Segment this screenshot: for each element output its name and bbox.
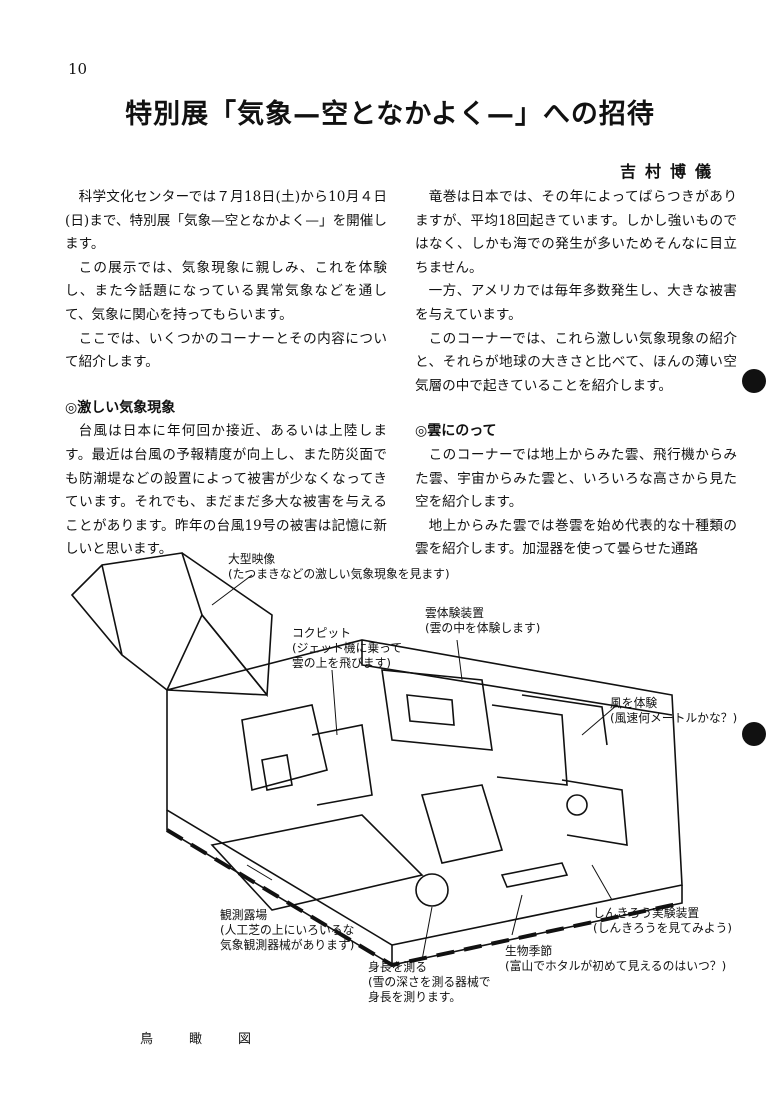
callout-wind-experience: 風を体験 (風速何メートルかな？) [610, 696, 737, 726]
callout-title: しんきろう実験装置 [593, 906, 700, 920]
callout-height-measure: 身長を測る (雪の深さを測る器械で 身長を測ります。 [368, 960, 491, 1005]
paragraph: 科学文化センターでは７月18日(土)から10月４日(日)まで、特別展「気象—空と… [65, 189, 387, 253]
callout-cloud-experience: 雲体験装置 (雲の中を体験します) [425, 606, 540, 636]
callout-cockpit: コクピット (ジェット機に乗って 雲の上を飛びます) [292, 626, 402, 671]
section-heading: ◎雲にのって [415, 423, 497, 440]
callout-title: 観測露場 [220, 908, 268, 922]
callout-desc: (人工芝の上にいろいろな [220, 923, 355, 937]
callout-observation-field: 観測露場 (人工芝の上にいろいろな 気象観測器械があります) [220, 908, 354, 953]
callout-desc: (富山でホタルが初めて見えるのはいつ？) [505, 959, 727, 973]
paragraph: この展示では、気象現象に親しみ、これを体験し、また今話題になっている異常気象など… [65, 259, 387, 323]
binding-hole-dot [742, 369, 766, 393]
callout-desc: (雪の深さを測る器械で [368, 975, 491, 989]
paragraph: 地上からみた雲では巻雲を始め代表的な十種類の雲を紹介します。加湿器を使って曇らせ… [415, 517, 737, 558]
callout-title: 風を体験 [610, 696, 658, 710]
callout-title: 大型映像 [228, 552, 276, 566]
callout-desc: 身長を測ります。 [368, 990, 462, 1004]
paragraph: 竜巻は日本では、その年によってばらつきがありますが、平均18回起きています。しか… [415, 189, 737, 276]
diagram-caption: 鳥瞰図 [140, 1032, 288, 1047]
paragraph: このコーナーでは、これら激しい気象現象の紹介と、それらが地球の大きさと比べて、ほ… [415, 330, 737, 394]
page-number: 10 [68, 60, 88, 78]
callout-desc: (雲の中を体験します) [425, 621, 541, 635]
callout-seasons: 生物季節 (富山でホタルが初めて見えるのはいつ？) [505, 944, 726, 974]
article-title: 特別展「気象—空となかよく—」への招待 [125, 99, 655, 130]
callout-desc: (風速何メートルかな？) [610, 711, 738, 725]
birds-eye-diagram [70, 552, 683, 968]
paragraph: 台風は日本に年何回か接近、あるいは上陸します。最近は台風の予報精度が向上し、また… [65, 423, 387, 558]
callout-desc: 気象観測器械があります) [220, 938, 355, 952]
callout-desc: (たつまきなどの激しい気象現象を見ます) [228, 567, 450, 581]
author-name: 吉村博儀 [619, 162, 720, 181]
right-column: 竜巻は日本では、その年によってばらつきがありますが、平均18回起きています。しか… [415, 186, 737, 562]
callout-desc: (しんきろうを見てみよう) [593, 921, 732, 935]
callout-title: コクピット [292, 626, 351, 640]
callout-mirage-device: しんきろう実験装置 (しんきろうを見てみよう) [593, 906, 732, 936]
left-column: 科学文化センターでは７月18日(土)から10月４日(日)まで、特別展「気象—空と… [65, 186, 387, 562]
section-heading: ◎激しい気象現象 [65, 399, 176, 416]
binding-hole-dot [742, 722, 766, 746]
callout-desc: (ジェット機に乗って [292, 641, 403, 655]
paragraph: このコーナーでは地上からみた雲、飛行機からみた雲、宇宙からみた雲と、いろいろな高… [415, 446, 737, 511]
callout-desc: 雲の上を飛びます) [292, 656, 391, 670]
callout-title: 雲体験装置 [425, 606, 484, 620]
callout-title: 身長を測る [368, 960, 427, 974]
callout-big-screen: 大型映像 (たつまきなどの激しい気象現象を見ます) [228, 552, 450, 582]
paragraph: ここでは、いくつかのコーナーとその内容について紹介します。 [65, 330, 387, 371]
paragraph: 一方、アメリカでは毎年多数発生し、大きな被害を与えています。 [415, 283, 737, 323]
callout-title: 生物季節 [505, 944, 553, 958]
